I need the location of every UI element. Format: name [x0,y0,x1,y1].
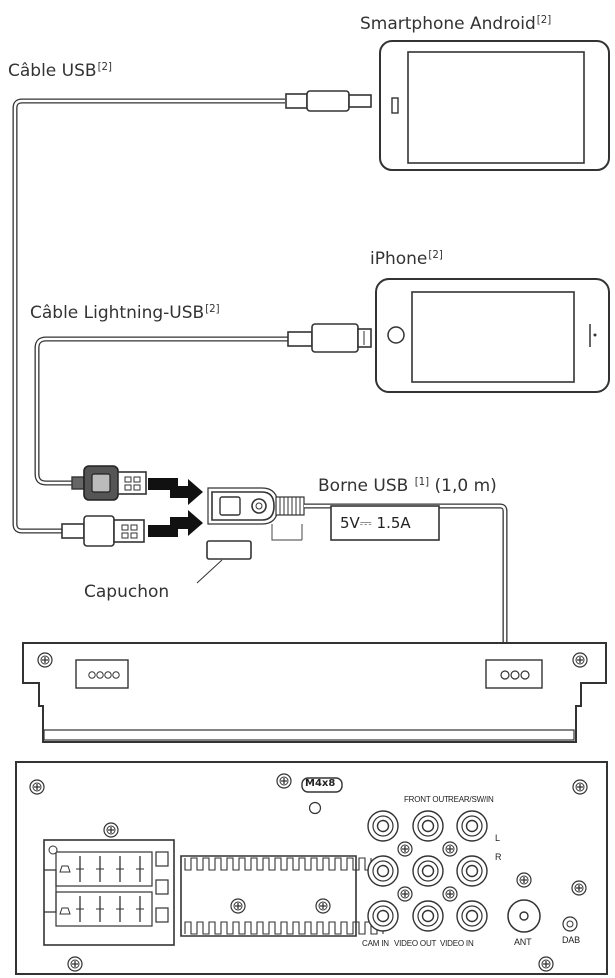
lightning-usb-cable [34,323,372,501]
borne-label: Borne USB [1] (1,0 m) [318,478,497,495]
iphone-device [375,278,610,393]
cable-usb-ref: [2] [97,62,112,74]
screw-size-label: M4x8 [305,778,336,789]
insertion-arrows [148,478,203,537]
power-rating: 5V⎓ 1.5A [340,514,411,532]
smartphone-label-text: Smartphone Android [360,14,536,34]
usb-terminal [207,487,508,680]
cable-usb-label-text: Câble USB [8,61,97,81]
android-phone [379,40,610,171]
usb-cap [196,540,252,584]
capuchon-label: Capuchon [84,582,170,602]
cable-lightning-ref: [2] [205,304,220,316]
video-in-label: VIDEO IN [440,939,474,948]
dab-label: DAB [562,935,580,945]
borne-ref: [1] [414,477,430,489]
cable-lightning-label: Câble Lightning-USB[2] [30,305,220,322]
cable-lightning-label-text: Câble Lightning-USB [30,303,205,323]
iphone-label: iPhone[2] [370,251,443,268]
front-out-label: FRONT OUT [404,795,449,804]
channel-l-label: L [495,833,500,843]
smartphone-ref: [2] [536,15,552,27]
borne-label-text: Borne USB [318,476,409,496]
borne-length: (1,0 m) [434,476,497,496]
usb-cable [12,90,372,547]
head-unit [15,642,608,975]
iphone-label-text: iPhone [370,249,428,269]
video-out-label: VIDEO OUT [394,939,437,948]
smartphone-label: Smartphone Android[2] [360,16,551,33]
iphone-ref: [2] [428,250,443,262]
rear-sw-in-label: REAR/SW/IN [448,795,494,804]
cable-usb-label: Câble USB[2] [8,63,112,80]
cam-in-label: CAM IN [362,939,389,948]
channel-r-label: R [495,852,502,862]
ant-label: ANT [514,937,532,947]
